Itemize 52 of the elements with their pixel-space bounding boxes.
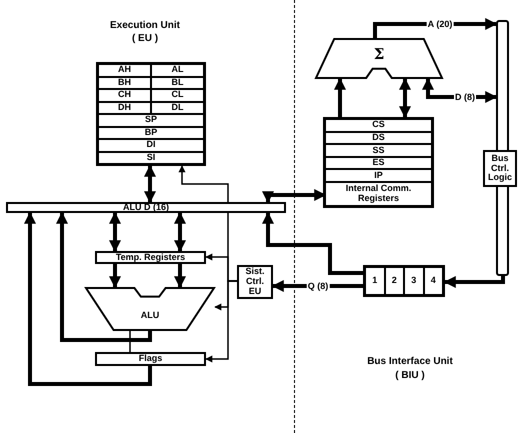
unit-title: ( EU ) <box>132 33 158 44</box>
register-cell: CS <box>325 119 432 132</box>
edge-label: Q (8) <box>306 281 330 291</box>
arrow <box>24 212 152 386</box>
register-cell: DH <box>98 102 151 114</box>
register-cell: DI <box>98 139 204 152</box>
control-box: Bus Ctrl. Logic <box>483 150 517 187</box>
alu-block: ALU <box>85 287 215 331</box>
arrow <box>262 212 363 275</box>
unit-title: Execution Unit <box>110 20 180 31</box>
register-cell: DS <box>325 132 432 144</box>
register-cell: AH <box>98 64 151 76</box>
segment-register-file <box>323 117 434 208</box>
register-cell: CL <box>151 89 204 102</box>
arrow <box>444 276 505 288</box>
queue-cell: 4 <box>424 267 443 295</box>
register-cell: BL <box>151 76 204 89</box>
register-file <box>96 62 206 166</box>
register-cell: SI <box>98 152 204 164</box>
temp-register-box: Temp. Registers <box>95 251 206 264</box>
unit-title: Bus Interface Unit <box>367 356 453 367</box>
adder-block: Σ <box>315 38 443 79</box>
unit-title: ( BIU ) <box>395 370 425 381</box>
register-cell: BP <box>98 126 204 139</box>
register-cell: CH <box>98 89 151 102</box>
arrow <box>334 78 346 117</box>
register-cell: SS <box>325 144 432 157</box>
arrow <box>399 78 411 118</box>
queue-cell: 1 <box>365 267 384 295</box>
register-cell: IP <box>325 169 432 182</box>
control-box: Sist. Ctrl. EU <box>237 265 273 299</box>
arrow <box>109 264 121 288</box>
register-cell: AL <box>151 64 204 76</box>
instruction-queue <box>363 265 445 297</box>
arrow <box>56 212 152 342</box>
edge-label: D (8) <box>454 92 476 102</box>
arrow <box>174 264 186 288</box>
queue-cell: 3 <box>404 267 424 295</box>
register-cell: SP <box>98 114 204 126</box>
register-cell: ES <box>325 156 432 170</box>
register-cell: Internal Comm. Registers <box>325 182 432 206</box>
arrow <box>272 280 363 292</box>
arrow <box>422 78 498 103</box>
queue-cell: 2 <box>384 267 404 295</box>
flags-register-box: Flags <box>95 352 206 366</box>
arrow <box>109 212 121 252</box>
register-cell: BH <box>98 76 151 89</box>
arrow <box>205 280 237 362</box>
edge-label: A (20) <box>426 19 454 29</box>
arrow <box>144 164 156 204</box>
arrow <box>174 212 186 252</box>
register-cell: DL <box>151 102 204 114</box>
